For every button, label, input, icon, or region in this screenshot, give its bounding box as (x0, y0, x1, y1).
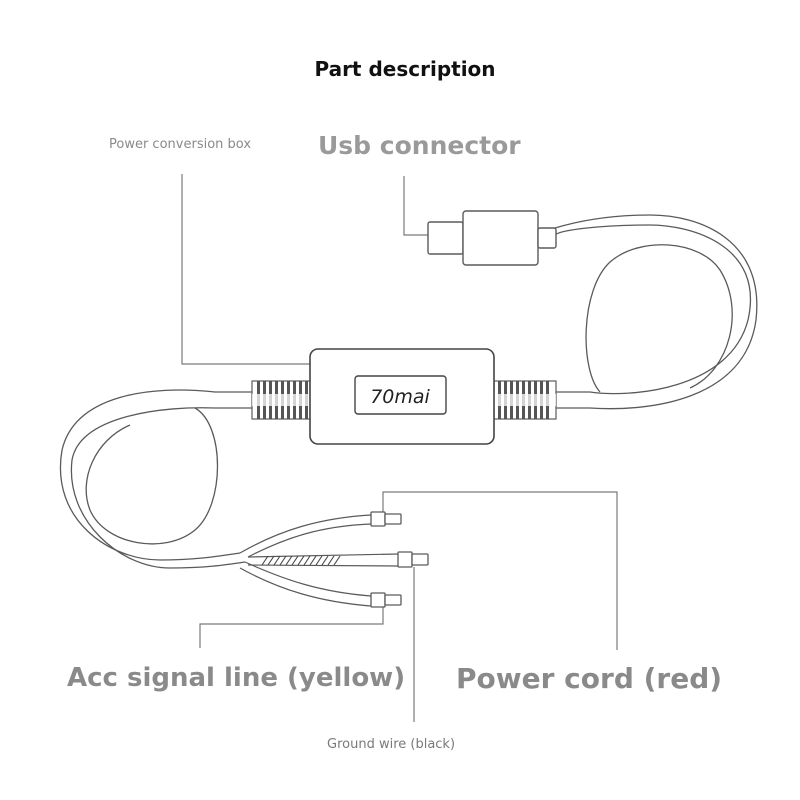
leader-power-conversion-box (181, 174, 310, 365)
red-wire-top (239, 514, 372, 554)
usb-cable-outer (554, 224, 751, 395)
yellow-wire-bottom (239, 567, 372, 607)
label-ground-wire: Ground wire (black) (327, 737, 456, 752)
wire-bundle (239, 514, 399, 607)
black-terminal-sleeve (397, 551, 413, 568)
left-loop-inner (85, 407, 219, 545)
strain-relief-left (251, 380, 311, 420)
leader-lines (181, 174, 618, 722)
box-brand-logo: 70mai (370, 386, 430, 408)
usb-plug-tip (427, 221, 464, 255)
yellow-terminal-tip (384, 594, 402, 606)
yellow-wire-top (244, 561, 372, 597)
red-wire-bottom (247, 523, 372, 558)
yellow-terminal-sleeve (370, 592, 386, 608)
black-wire-top (247, 553, 399, 558)
black-wire-bottom (247, 564, 399, 567)
black-wire-hatching (261, 555, 341, 566)
red-terminal-sleeve (370, 511, 386, 527)
usb-loop-inner (585, 244, 733, 393)
usb-connector (427, 210, 557, 266)
leader-usb-connector (403, 176, 428, 236)
usb-cable (554, 214, 758, 410)
label-usb-connector: Usb connector (318, 131, 521, 160)
left-cable-upper (59, 389, 252, 561)
red-terminal-tip (384, 513, 402, 525)
label-power-cord: Power cord (red) (456, 662, 723, 695)
wire-terminals (370, 511, 429, 608)
usb-plug-neck (537, 227, 557, 249)
leader-acc-signal-line (199, 604, 384, 648)
left-cable (59, 389, 252, 569)
usb-cable-inner (554, 214, 758, 410)
diagram-title: Part description (314, 57, 496, 81)
leader-power-cord (382, 491, 618, 650)
box-logo-plate (354, 375, 447, 415)
strain-relief-right (493, 380, 557, 420)
black-terminal-tip (411, 553, 429, 566)
label-power-conversion-box: Power conversion box (109, 137, 252, 152)
usb-plug-body (462, 210, 539, 266)
left-cable-lower (70, 407, 252, 569)
label-acc-signal-line: Acc signal line (yellow) (67, 663, 406, 693)
